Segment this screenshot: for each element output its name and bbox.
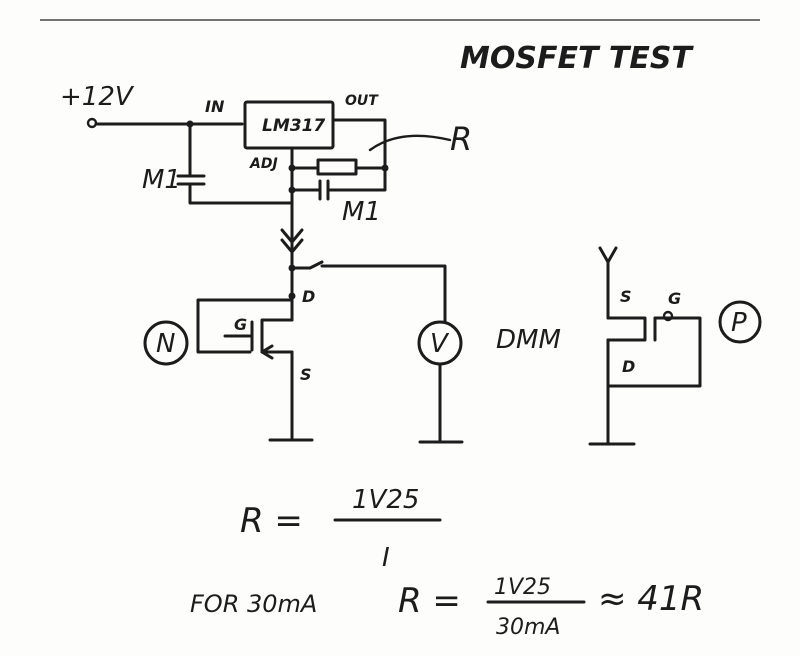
resistor-r xyxy=(316,158,358,176)
voltmeter-ground-wire xyxy=(418,362,464,444)
dmm-label: DMM xyxy=(496,325,561,355)
pmos-gate-label: G xyxy=(668,289,681,308)
title: MOSFET TEST xyxy=(460,41,694,76)
reg-output-wire xyxy=(331,118,387,172)
resistor-pointer xyxy=(368,134,452,152)
supply-label: +12V xyxy=(60,82,135,112)
pmos-gate-wire xyxy=(653,316,702,378)
pmos-drain-wire xyxy=(588,338,702,446)
nmos-source-label: S xyxy=(300,365,312,384)
input-cap-wire xyxy=(176,122,294,205)
adj-cap-label: M1 xyxy=(342,197,381,227)
formula1-numerator: 1V25 xyxy=(352,485,419,515)
reg-in-label: IN xyxy=(205,97,225,116)
nmos-body-arrow xyxy=(260,344,274,360)
pmos-channel xyxy=(606,316,657,342)
junction-dot xyxy=(288,164,296,172)
formula2-approx: ≈ 41R xyxy=(598,579,704,619)
lm317-regulator xyxy=(243,100,335,150)
nmos-drain-label: D xyxy=(302,287,315,306)
nmos-gate-loop xyxy=(196,298,294,354)
resistor-label: R xyxy=(450,120,472,158)
pmos-tag-circle xyxy=(718,300,762,344)
formula2-condition: FOR 30mA xyxy=(190,590,317,618)
formula2-denominator: 30mA xyxy=(496,615,560,640)
pmos-supply-arrow xyxy=(598,246,618,264)
formula2-lhs: R = xyxy=(398,581,461,621)
supply-terminal xyxy=(86,117,98,129)
formula2-numerator: 1V25 xyxy=(494,575,551,600)
nmos-channel xyxy=(250,294,294,354)
nmos-source-wire xyxy=(268,350,314,442)
formula1-denominator: I xyxy=(382,543,390,573)
nmos-tag-circle xyxy=(143,320,189,366)
pmos-gate-terminal xyxy=(662,310,674,322)
pmos-drain-label: D xyxy=(622,357,635,376)
reg-adj-label: ADJ xyxy=(249,156,278,172)
input-cap-label: M1 xyxy=(142,165,181,195)
nmos-tag: N xyxy=(156,329,175,359)
pmos-source-label: S xyxy=(620,287,632,306)
formula1-lhs: R = xyxy=(240,501,303,541)
probe-wire xyxy=(290,260,447,324)
lm317-label: LM317 xyxy=(262,116,325,136)
pmos-tag: P xyxy=(731,308,747,338)
adj-cap-wire xyxy=(290,166,387,201)
nmos-gate-label: G xyxy=(234,315,247,334)
voltmeter-symbol: V xyxy=(430,329,450,359)
reg-out-label: OUT xyxy=(345,93,379,109)
